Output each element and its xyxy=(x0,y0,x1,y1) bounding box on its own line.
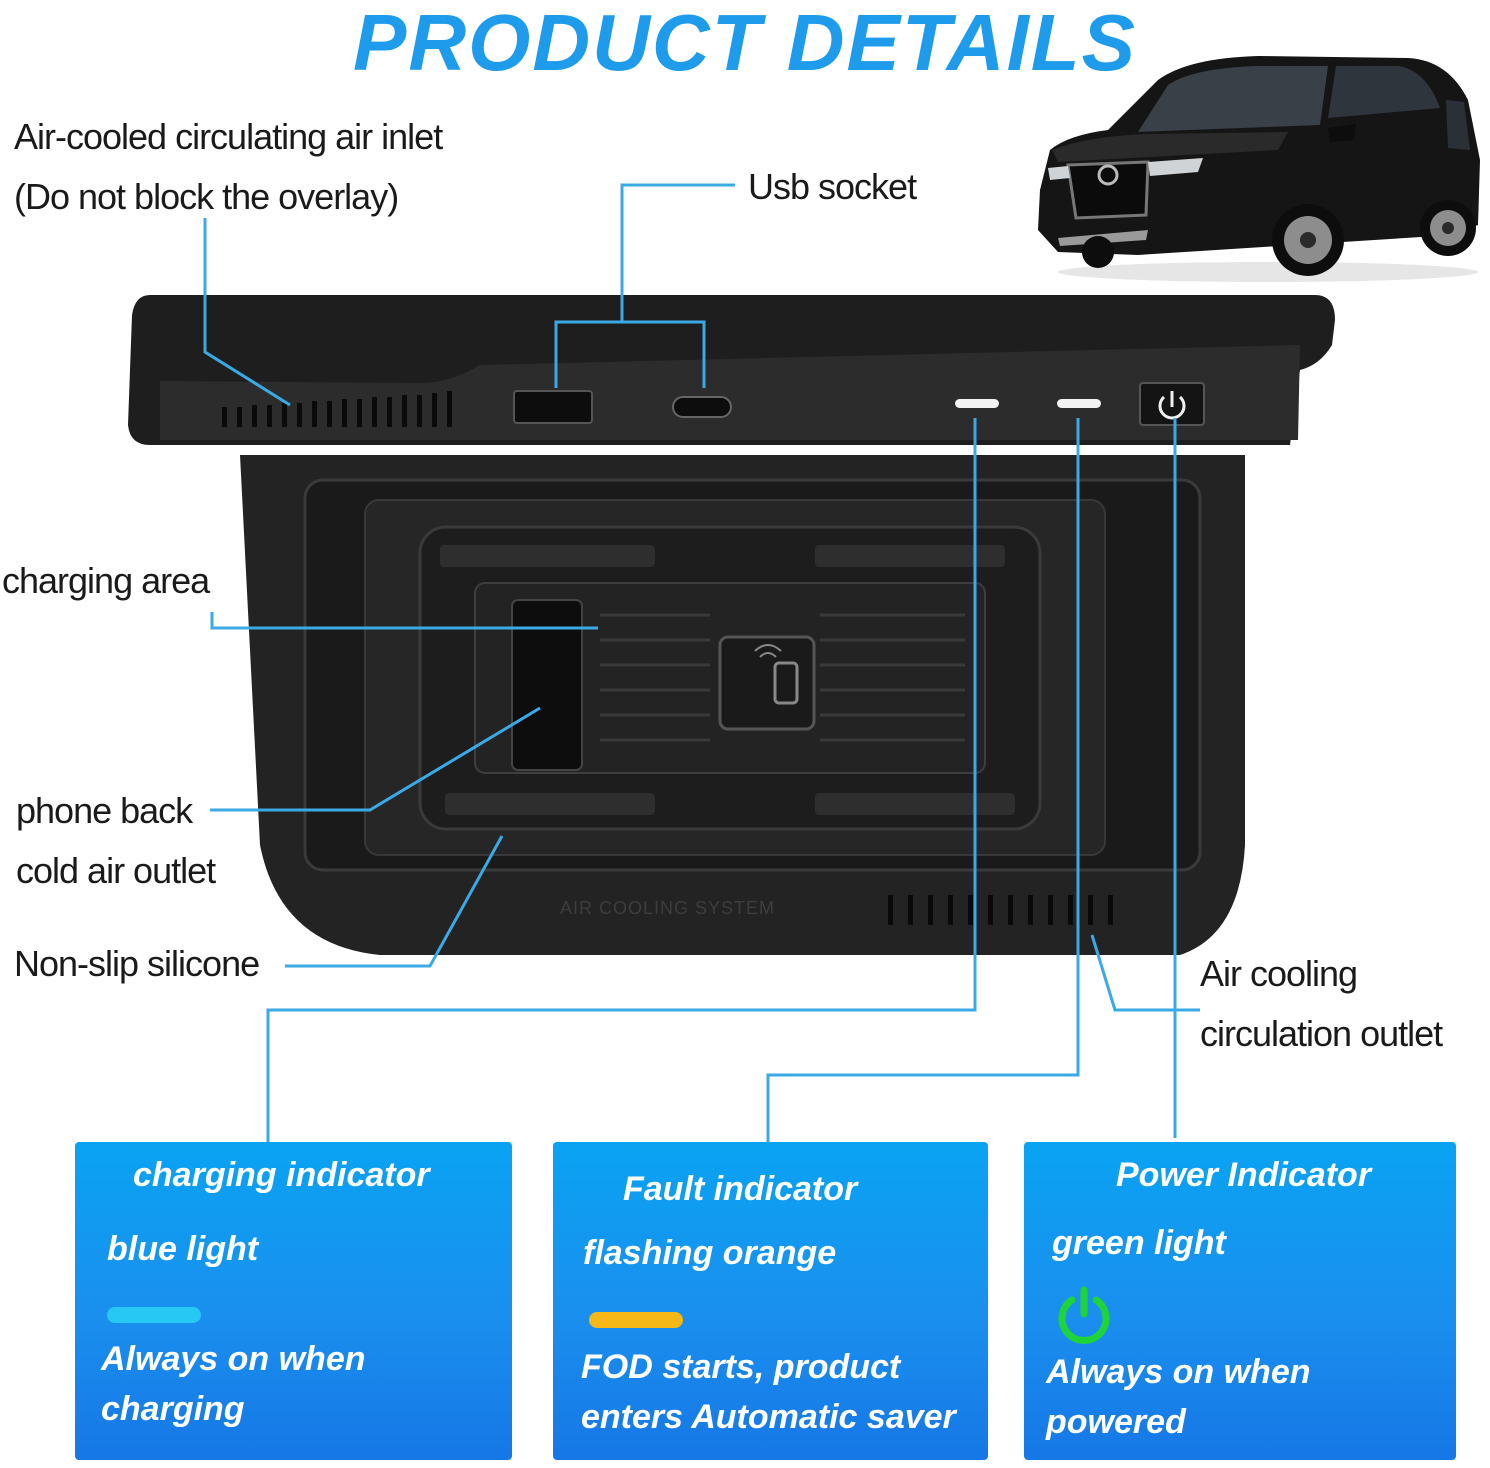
charging-indicator-panel: charging indicator blue light Always on … xyxy=(75,1142,512,1460)
callout-air-outlet-2: circulation outlet xyxy=(1200,1013,1443,1054)
page-title: PRODUCT DETAILS xyxy=(352,0,1138,87)
panel-color-name: blue light xyxy=(107,1230,259,1268)
callout-phone-back: phone back xyxy=(16,790,193,831)
power-indicator-panel: Power Indicator green light Always on wh… xyxy=(1024,1142,1456,1460)
panel-title: charging indicator xyxy=(133,1156,430,1194)
callout-cold-air-outlet: cold air outlet xyxy=(16,850,216,891)
callout-air-inlet: Air-cooled circulating air inlet xyxy=(14,116,443,157)
panel-title: Fault indicator xyxy=(623,1170,858,1208)
blue-light-swatch xyxy=(107,1307,201,1323)
power-icon xyxy=(1058,1286,1110,1344)
callout-air-outlet: Air cooling xyxy=(1200,953,1358,994)
callout-charging-area: charging area xyxy=(2,560,210,601)
panel-title: Power Indicator xyxy=(1116,1156,1372,1194)
panel-color-name: flashing orange xyxy=(583,1234,837,1272)
panel-desc: Always on when powered xyxy=(1046,1353,1311,1441)
fault-indicator-panel: Fault indicator flashing orange FOD star… xyxy=(553,1142,988,1460)
panel-desc: FOD starts, product enters Automatic sav… xyxy=(581,1348,956,1436)
device-engraving: AIR COOLING SYSTEM xyxy=(560,898,776,918)
panel-color-name: green light xyxy=(1052,1224,1226,1262)
orange-light-swatch xyxy=(589,1312,683,1328)
callout-non-slip: Non-slip silicone xyxy=(14,943,260,984)
callout-air-inlet-note: (Do not block the overlay) xyxy=(14,176,399,217)
panel-desc: Always on when charging xyxy=(101,1340,366,1428)
callout-usb-socket: Usb socket xyxy=(748,166,917,207)
car-image xyxy=(1038,56,1480,282)
charger-device xyxy=(128,295,1335,955)
